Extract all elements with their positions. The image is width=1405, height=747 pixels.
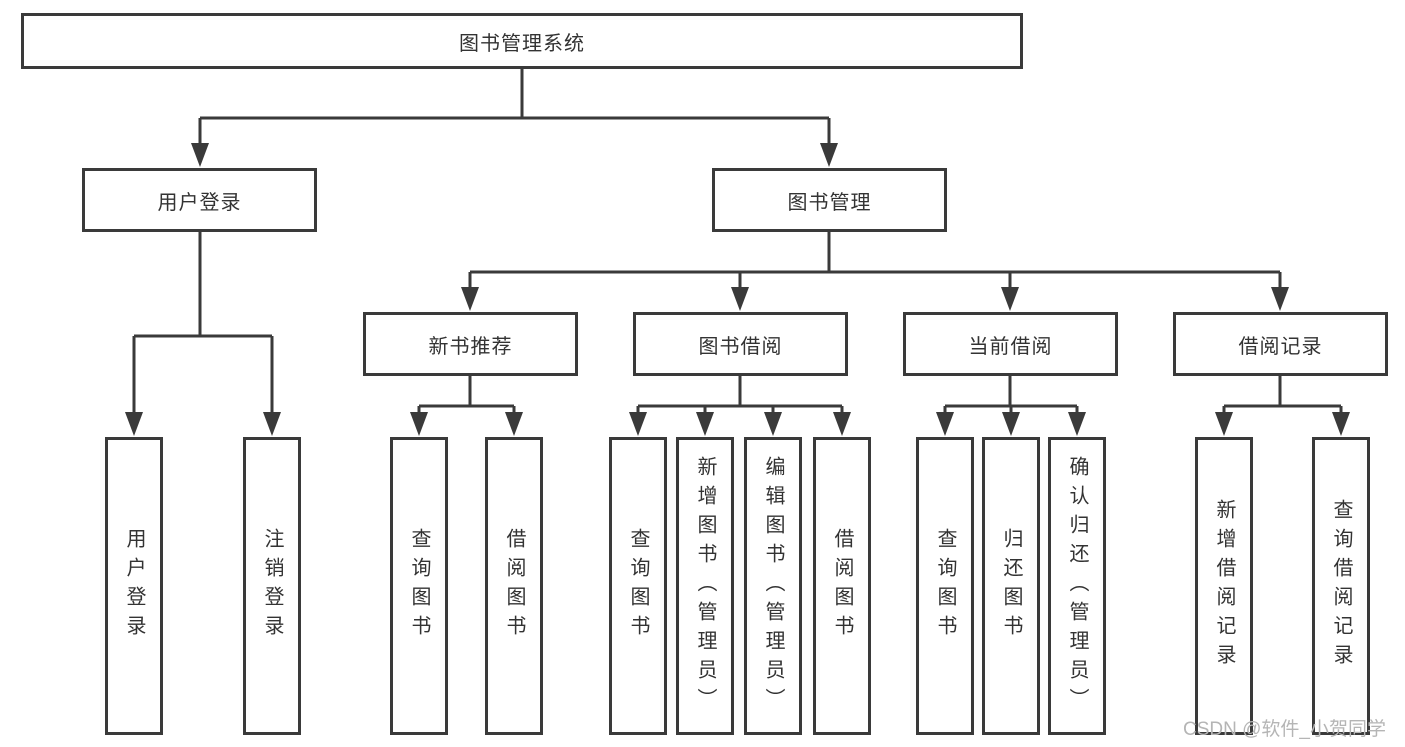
leaf-recommend-query-book: 查询图书: [390, 437, 448, 735]
leaf-recommend-query-book-label: 查询图书: [408, 528, 430, 644]
leaf-edit-book-admin-label: 编辑图书（管理员）: [762, 455, 784, 717]
leaf-borrow-query-book: 查询图书: [609, 437, 667, 735]
leaf-current-query-book: 查询图书: [916, 437, 974, 735]
leaf-return-book: 归还图书: [982, 437, 1040, 735]
arrowhead-icon: [629, 412, 647, 436]
leaf-user-login-label: 用户登录: [123, 528, 145, 644]
node-user-login: 用户登录: [82, 168, 317, 232]
leaf-add-borrow-record-label: 新增借阅记录: [1213, 499, 1235, 673]
connector-book-borrow-children: [636, 376, 844, 416]
connector-book-management-children: [468, 232, 1282, 291]
node-borrow-records-label: 借阅记录: [1238, 335, 1323, 358]
node-library-system: 图书管理系统: [21, 13, 1023, 69]
node-book-management-label: 图书管理: [787, 191, 872, 214]
leaf-logout-label: 注销登录: [261, 528, 283, 644]
connector-new-book-children: [417, 376, 516, 416]
arrowhead-icon: [764, 412, 782, 436]
node-current-borrow-label: 当前借阅: [968, 335, 1053, 358]
node-library-system-label: 图书管理系统: [459, 32, 585, 55]
leaf-add-book-admin-label: 新增图书（管理员）: [694, 455, 716, 717]
arrowhead-icon: [125, 412, 143, 436]
arrowhead-icon: [410, 412, 428, 436]
arrowhead-icon: [820, 143, 838, 167]
arrowhead-icon: [1271, 287, 1289, 311]
arrowhead-icon: [936, 412, 954, 436]
leaf-borrow-borrow-book-label: 借阅图书: [831, 528, 853, 644]
leaf-query-borrow-record-label: 查询借阅记录: [1330, 499, 1352, 673]
node-new-book-recommend-label: 新书推荐: [428, 335, 513, 358]
leaf-edit-book-admin: 编辑图书（管理员）: [744, 437, 802, 735]
leaf-recommend-borrow-book-label: 借阅图书: [503, 528, 525, 644]
leaf-logout: 注销登录: [243, 437, 301, 735]
arrowhead-icon: [833, 412, 851, 436]
node-book-management: 图书管理: [712, 168, 947, 232]
arrowhead-icon: [461, 287, 479, 311]
leaf-confirm-return-admin-label: 确认归还（管理员）: [1066, 455, 1088, 717]
leaf-user-login: 用户登录: [105, 437, 163, 735]
leaf-confirm-return-admin: 确认归还（管理员）: [1048, 437, 1106, 735]
leaf-borrow-query-book-label: 查询图书: [627, 528, 649, 644]
arrowhead-icon: [1068, 412, 1086, 436]
arrowhead-icon: [1001, 287, 1019, 311]
arrowhead-icon: [191, 143, 209, 167]
arrowhead-icon: [1215, 412, 1233, 436]
connector-root-to-level2: [198, 66, 831, 146]
arrowhead-icon: [1332, 412, 1350, 436]
leaf-return-book-label: 归还图书: [1000, 528, 1022, 644]
arrowhead-icon: [263, 412, 281, 436]
node-current-borrow: 当前借阅: [903, 312, 1118, 376]
arrowhead-icon: [696, 412, 714, 436]
node-book-borrow-label: 图书借阅: [698, 335, 783, 358]
leaf-borrow-borrow-book: 借阅图书: [813, 437, 871, 735]
connector-user-login-children: [132, 232, 274, 416]
arrowhead-icon: [505, 412, 523, 436]
arrowhead-icon: [1002, 412, 1020, 436]
connector-borrow-records-children: [1222, 376, 1343, 416]
node-borrow-records: 借阅记录: [1173, 312, 1388, 376]
node-book-borrow: 图书借阅: [633, 312, 848, 376]
leaf-add-book-admin: 新增图书（管理员）: [676, 437, 734, 735]
leaf-query-borrow-record: 查询借阅记录: [1312, 437, 1370, 735]
node-user-login-label: 用户登录: [157, 191, 242, 214]
arrowhead-icon: [731, 287, 749, 311]
node-new-book-recommend: 新书推荐: [363, 312, 578, 376]
connector-current-borrow-children: [943, 376, 1079, 416]
leaf-current-query-book-label: 查询图书: [934, 528, 956, 644]
leaf-recommend-borrow-book: 借阅图书: [485, 437, 543, 735]
watermark: CSDN @软件_小贺同学: [1183, 719, 1386, 740]
leaf-add-borrow-record: 新增借阅记录: [1195, 437, 1253, 735]
